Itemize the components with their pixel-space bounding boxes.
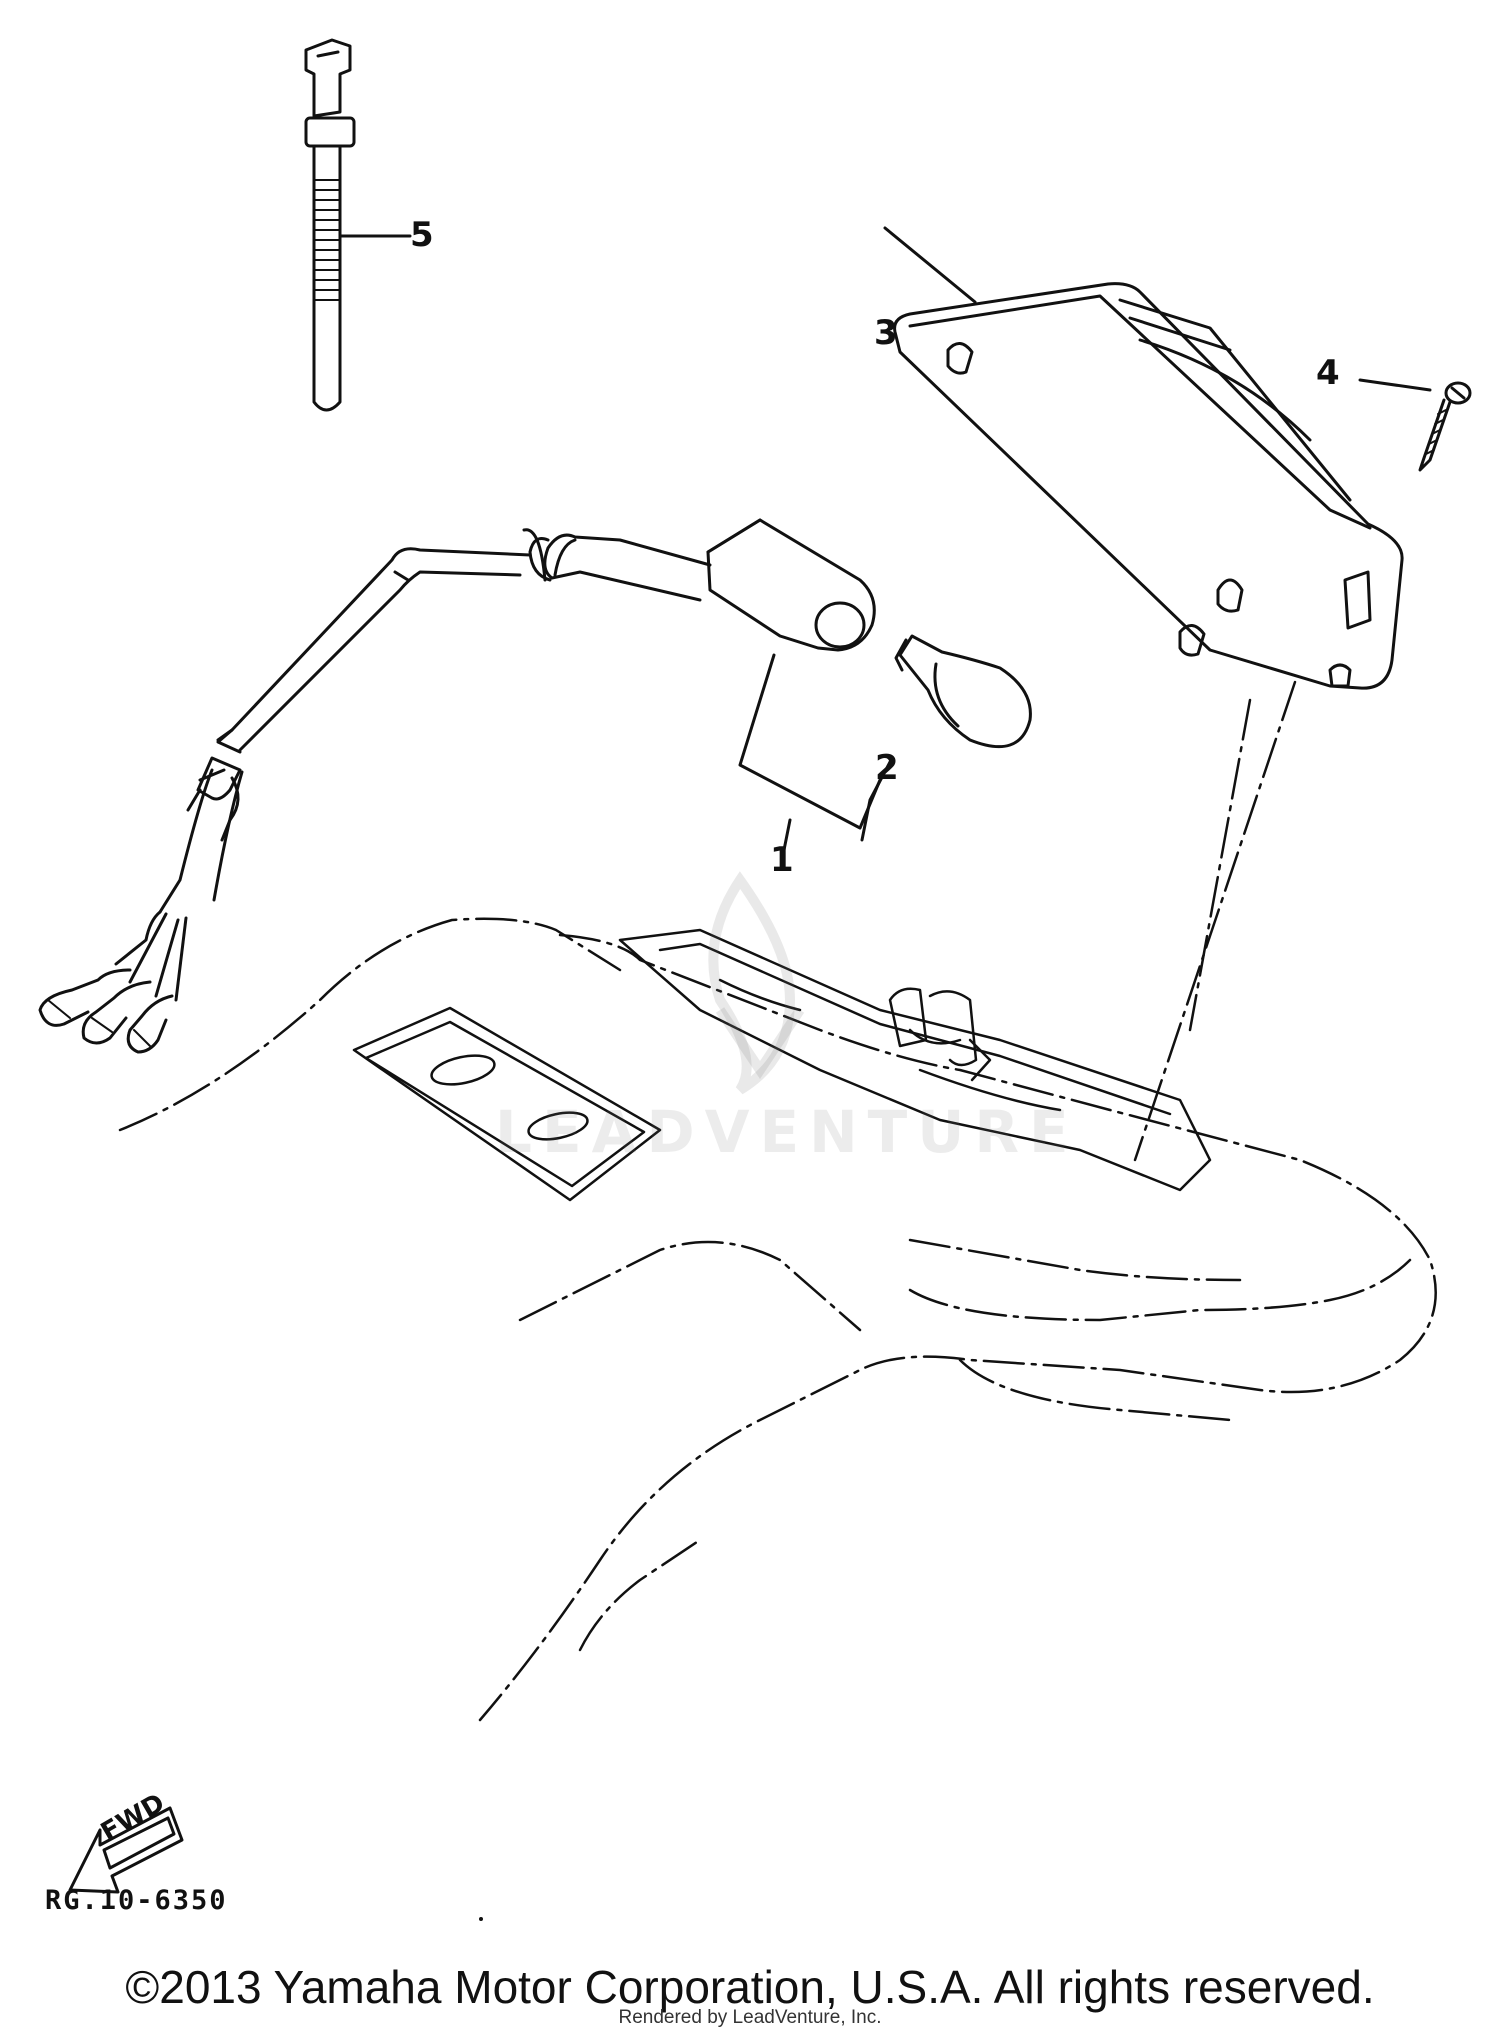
leadventure-watermark-icon <box>708 871 805 1095</box>
screw <box>1358 378 1472 472</box>
rear-fender-outline <box>118 680 1437 1722</box>
watermark-text: LEADVENTURE <box>495 1098 1079 1166</box>
callout-2: 2 <box>875 748 899 788</box>
fender-details <box>352 928 1212 1202</box>
tail-lamp-housing <box>883 226 1404 690</box>
socket-and-wiring <box>38 518 882 1054</box>
callout-3: 3 <box>874 313 898 353</box>
copyright-notice: ©2013 Yamaha Motor Corporation, U.S.A. A… <box>125 1961 1375 2013</box>
cable-tie <box>304 38 412 412</box>
stray-mark <box>479 1917 483 1921</box>
rendered-by-note: Rendered by LeadVenture, Inc. <box>618 2007 882 2028</box>
callout-5: 5 <box>410 215 434 255</box>
fwd-arrow-icon <box>68 1806 184 1894</box>
bulb <box>860 634 1032 842</box>
callout-4: 4 <box>1316 353 1340 393</box>
drawing-code: RG.10-6350 <box>45 1885 228 1916</box>
callout-1: 1 <box>770 840 794 880</box>
